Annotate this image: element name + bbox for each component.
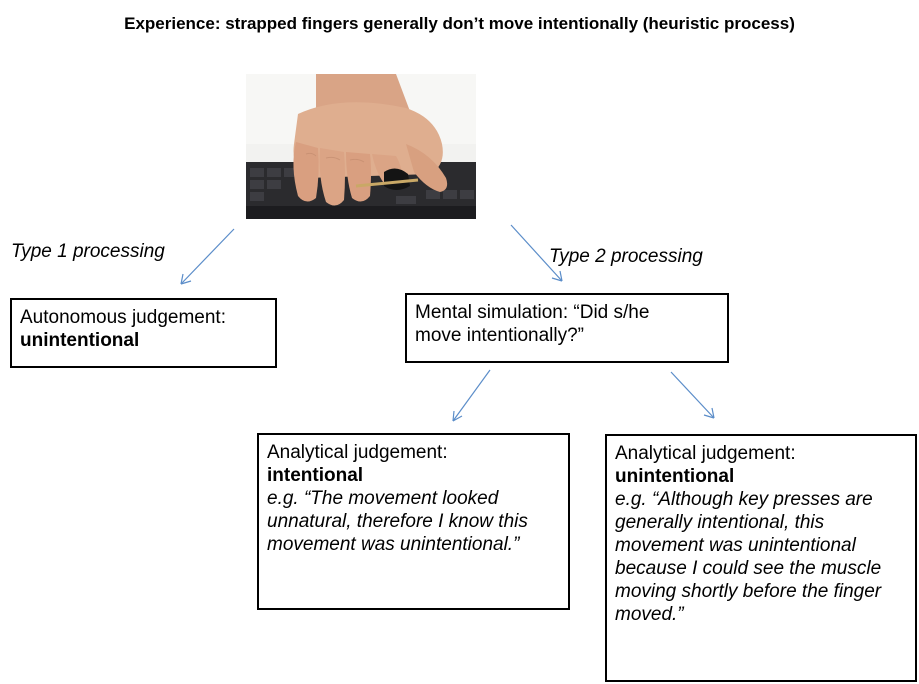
- mental-simulation-box: Mental simulation: “Did s/he move intent…: [405, 293, 729, 363]
- to-intentional-arrowhead: [452, 410, 463, 422]
- analytical-unintentional-example: e.g. “Although key presses are generally…: [615, 489, 882, 625]
- mental-simulation-line2: move intentionally?”: [415, 325, 584, 346]
- analytical-unintentional-heading: Analytical judgement:: [615, 443, 796, 464]
- type1-arrowhead: [180, 273, 192, 285]
- hand-keyboard-illustration: [246, 74, 476, 219]
- type2-arrowhead: [551, 270, 563, 282]
- type1-arrow: [180, 228, 235, 285]
- mental-simulation-line1: Mental simulation: “Did s/he: [415, 302, 650, 323]
- autonomous-judgement-heading: Autonomous judgement:: [20, 307, 226, 328]
- to-unintentional-arrowhead: [703, 407, 715, 419]
- autonomous-judgement-box: Autonomous judgement: unintentional: [10, 298, 277, 368]
- analytical-intentional-verdict: intentional: [267, 465, 364, 486]
- analytical-judgement-unintentional-box: Analytical judgement: unintentional e.g.…: [605, 434, 917, 682]
- to-unintentional-arrow: [670, 371, 715, 419]
- hand-on-keyboard-photo: [246, 74, 476, 219]
- autonomous-judgement-verdict: unintentional: [20, 330, 140, 351]
- analytical-intentional-example: e.g. “The movement looked unnatural, the…: [267, 488, 528, 555]
- type1-processing-label: Type 1 processing: [11, 241, 165, 262]
- analytical-unintentional-verdict: unintentional: [615, 466, 735, 487]
- to-intentional-arrow: [452, 369, 491, 422]
- type2-processing-label: Type 2 processing: [549, 246, 703, 267]
- analytical-intentional-heading: Analytical judgement:: [267, 442, 448, 463]
- analytical-judgement-intentional-box: Analytical judgement: intentional e.g. “…: [257, 433, 570, 610]
- diagram-title: Experience: strapped fingers generally d…: [124, 14, 795, 33]
